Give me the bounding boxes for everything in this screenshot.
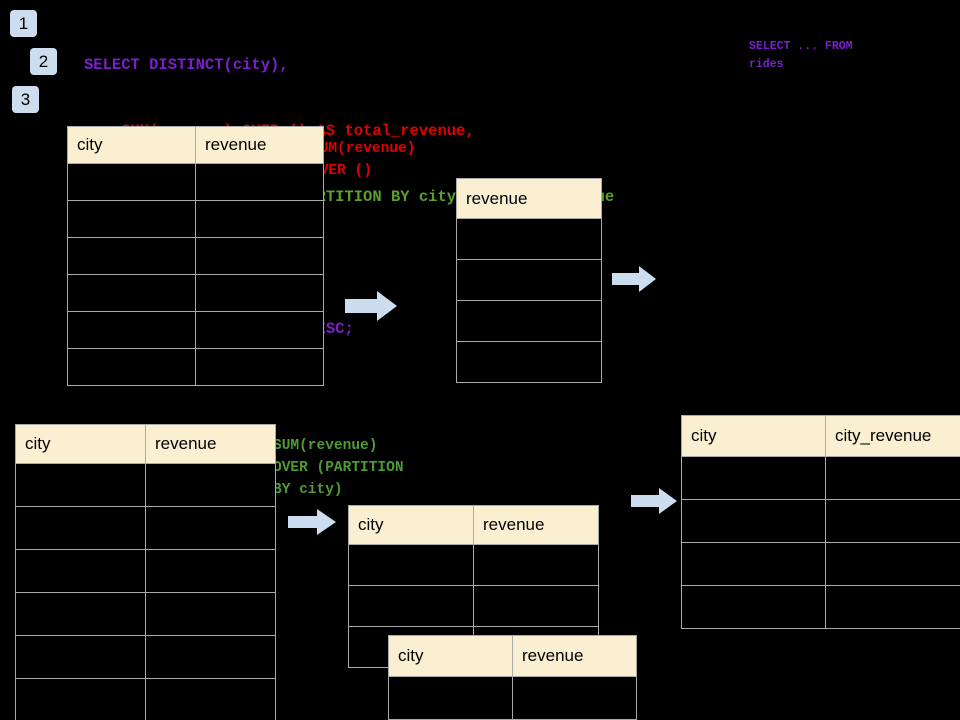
cell-revenue <box>456 259 602 301</box>
cell-city <box>681 499 826 543</box>
cell-revenue <box>512 676 637 720</box>
cell-city <box>67 200 196 238</box>
table-rides-source-top: city revenue <box>67 126 324 386</box>
table-row <box>15 592 276 636</box>
cell-city-revenue <box>825 585 960 629</box>
table-row <box>67 163 324 201</box>
table-row <box>681 456 960 500</box>
column-header-city: city <box>67 126 196 164</box>
step-badge-2[interactable]: 2 <box>30 48 57 75</box>
table-partition-front: city revenue <box>388 635 637 720</box>
arrow-right-icon-bottom-right <box>631 488 677 514</box>
table-row <box>456 218 602 260</box>
cell-city-revenue <box>825 456 960 500</box>
cell-revenue <box>145 635 276 679</box>
step-badge-3[interactable]: 3 <box>12 86 39 113</box>
cell-city <box>67 237 196 275</box>
cell-revenue <box>456 341 602 383</box>
table-partition-back: city revenue <box>348 505 599 668</box>
column-header-city: city <box>15 424 146 464</box>
table-header-row: city city_revenue <box>681 415 960 457</box>
column-header-revenue: revenue <box>195 126 324 164</box>
cell-revenue <box>195 200 324 238</box>
table-row <box>456 300 602 342</box>
cell-revenue <box>195 311 324 349</box>
cell-revenue <box>145 678 276 720</box>
table-rides-source-bottom: city revenue <box>15 424 276 720</box>
cell-revenue <box>195 348 324 386</box>
table-row <box>456 341 602 383</box>
table-header-row: revenue <box>456 178 602 219</box>
table-row <box>681 542 960 586</box>
cell-city <box>348 544 474 586</box>
table-row <box>15 549 276 593</box>
cell-city <box>15 549 146 593</box>
sql-line-1: SELECT DISTINCT(city), <box>84 56 289 74</box>
column-header-city: city <box>348 505 474 545</box>
cell-revenue <box>145 592 276 636</box>
table-row <box>67 200 324 238</box>
cell-revenue <box>145 506 276 550</box>
cell-revenue <box>195 163 324 201</box>
table-row <box>15 678 276 720</box>
table-header-row: city revenue <box>67 126 324 164</box>
cell-revenue <box>473 544 599 586</box>
table-row <box>388 676 637 720</box>
cell-city-revenue <box>825 542 960 586</box>
column-header-revenue: revenue <box>145 424 276 464</box>
table-row <box>681 499 960 543</box>
cell-city <box>15 635 146 679</box>
cell-city <box>15 678 146 720</box>
cell-revenue <box>145 549 276 593</box>
table-row <box>15 635 276 679</box>
cell-revenue <box>195 237 324 275</box>
table-row <box>15 506 276 550</box>
cell-revenue <box>473 585 599 627</box>
cell-city <box>348 585 474 627</box>
cell-city <box>67 163 196 201</box>
column-header-city: city <box>681 415 826 457</box>
table-row <box>15 463 276 507</box>
select-from-rides-note: SELECT ... FROM rides <box>749 40 853 71</box>
cell-city <box>15 463 146 507</box>
cell-revenue <box>145 463 276 507</box>
annotation-sum-over-partition: SUM(revenue) OVER (PARTITION BY city) <box>273 438 404 498</box>
table-row <box>348 585 599 627</box>
cell-city <box>681 585 826 629</box>
cell-city <box>67 311 196 349</box>
column-header-city-revenue: city_revenue <box>825 415 960 457</box>
table-total-revenue: revenue <box>456 178 602 383</box>
table-row <box>681 585 960 629</box>
arrow-right-icon-bottom-left <box>288 509 336 535</box>
cell-city-revenue <box>825 499 960 543</box>
cell-city <box>681 542 826 586</box>
table-header-row: city revenue <box>348 505 599 545</box>
table-row <box>348 544 599 586</box>
table-header-row: city revenue <box>15 424 276 464</box>
cell-city <box>67 274 196 312</box>
column-header-city: city <box>388 635 513 677</box>
table-row <box>67 237 324 275</box>
cell-revenue <box>195 274 324 312</box>
step-badge-1[interactable]: 1 <box>10 10 37 37</box>
column-header-revenue: revenue <box>473 505 599 545</box>
annotation-sum-over-empty: SUM(revenue) OVER () <box>311 141 416 179</box>
column-header-revenue: revenue <box>512 635 637 677</box>
cell-revenue <box>456 218 602 260</box>
column-header-revenue: revenue <box>456 178 602 219</box>
table-row <box>456 259 602 301</box>
table-row <box>67 311 324 349</box>
cell-city <box>681 456 826 500</box>
table-row <box>67 274 324 312</box>
arrow-right-icon-top-right <box>612 266 656 292</box>
cell-city <box>67 348 196 386</box>
arrow-right-icon-top-left <box>345 291 397 321</box>
cell-city <box>15 506 146 550</box>
table-city-revenue-result: city city_revenue <box>681 415 960 629</box>
cell-city <box>388 676 513 720</box>
table-header-row: city revenue <box>388 635 637 677</box>
table-row <box>67 348 324 386</box>
cell-city <box>15 592 146 636</box>
cell-revenue <box>456 300 602 342</box>
